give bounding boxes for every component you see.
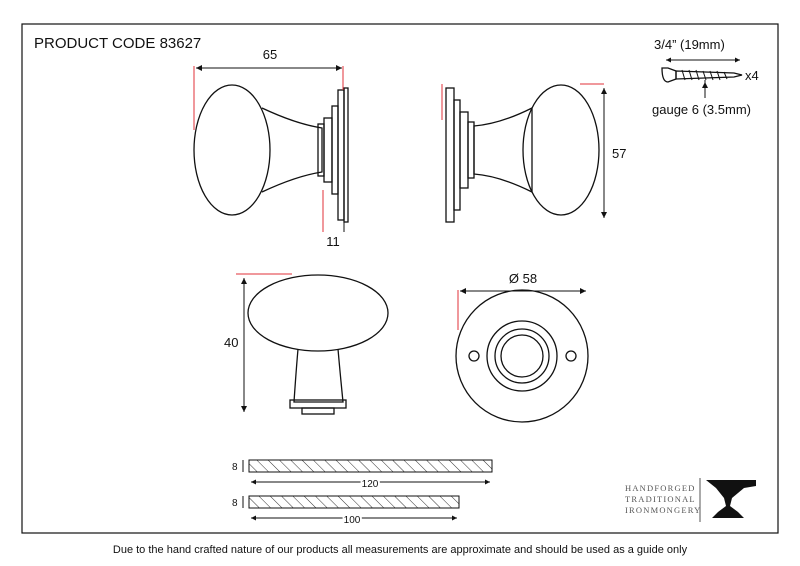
spindle-thickness-a: 8 <box>232 462 238 473</box>
side-view-left <box>193 84 349 223</box>
rose-plan-view <box>455 289 589 423</box>
spindle-120-label: 120 <box>362 479 379 490</box>
knob-elevation <box>247 274 389 415</box>
anvil-icon <box>706 480 756 518</box>
brand-line-2: TRADITIONAL <box>625 494 696 504</box>
brand-block: HANDFORGED TRADITIONAL IRONMONGERY <box>625 478 756 522</box>
drawing-border <box>21 23 779 534</box>
brand-line-1: HANDFORGED <box>625 483 696 493</box>
screw-quantity: x4 <box>745 68 759 83</box>
screw-icon <box>661 67 743 83</box>
screw-length-label: 3/4” (19mm) <box>654 37 725 52</box>
dimension-58-label: Ø 58 <box>509 271 537 286</box>
brand-line-3: IRONMONGERY <box>625 505 701 515</box>
dimension-57-label: 57 <box>612 146 626 161</box>
dimension-65-label: 65 <box>263 47 277 62</box>
spindle-120 <box>248 459 493 473</box>
spindle-100-label: 100 <box>344 515 361 526</box>
spindle-100 <box>248 495 460 509</box>
screw-gauge-label: gauge 6 (3.5mm) <box>652 102 751 117</box>
dimension-40-label: 40 <box>224 335 238 350</box>
spindle-thickness-b: 8 <box>232 498 238 509</box>
dimension-arrows <box>702 82 708 88</box>
disclaimer: Due to the hand crafted nature of our pr… <box>113 544 688 556</box>
dimension-11-label: 11 <box>326 234 340 249</box>
product-code: PRODUCT CODE 83627 <box>34 35 201 52</box>
side-view-right <box>445 84 600 223</box>
